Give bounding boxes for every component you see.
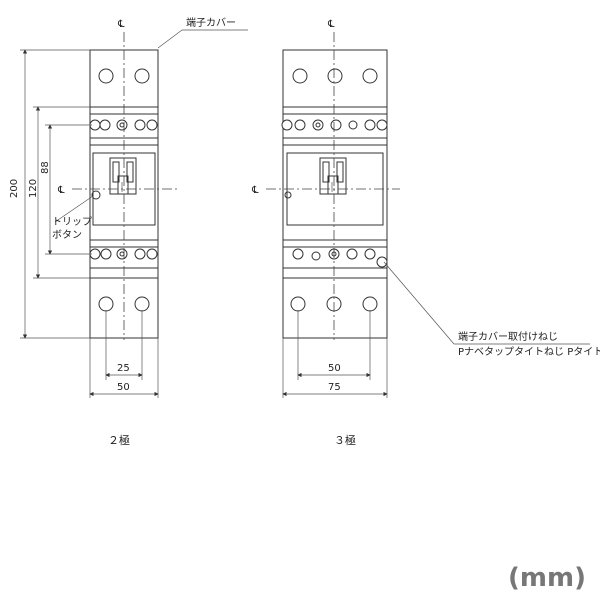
terminal-hole-3p	[327, 68, 343, 84]
dimension-200	[20, 49, 90, 339]
terminal-hole-3p	[292, 68, 308, 84]
dimension-50-2p	[89, 338, 159, 398]
dimension-25-label: 25	[117, 363, 130, 374]
centerline-symbol: ℄	[117, 19, 125, 30]
terminal-hole-2p	[134, 296, 150, 312]
breaker-2-pole	[72, 32, 178, 340]
dimension-75-label: 75	[328, 382, 341, 393]
dimension-200-label: 200	[9, 179, 20, 198]
terminal-hole-3p	[362, 68, 378, 84]
terminal-cover-leader	[157, 29, 248, 49]
terminal-screws-top-3p	[281, 119, 388, 131]
dimension-88-label: 88	[40, 161, 51, 174]
dimension-50-3p	[297, 310, 371, 380]
dimension-50-3p-label: 50	[328, 363, 341, 374]
breaker-3-pole	[266, 32, 400, 340]
dimension-120	[33, 106, 90, 279]
terminal-screws-top-2p	[89, 119, 158, 131]
terminal-hole-2p	[134, 68, 150, 84]
terminal-screws-bottom-3p	[292, 248, 388, 268]
trip-button-leader	[54, 195, 94, 223]
dimension-120-label: 120	[28, 179, 39, 198]
pole-3-label: ３極	[334, 433, 356, 447]
centerline-symbol: ℄	[57, 185, 65, 196]
centerline-symbol: ℄	[327, 19, 335, 30]
cover-screw-leader	[383, 261, 590, 345]
terminal-hole-2p	[98, 296, 114, 312]
terminal-hole-3p	[362, 296, 378, 312]
terminal-cover-label: 端子カバー	[186, 16, 236, 29]
trip-button-2p	[91, 190, 101, 200]
terminal-screws-bottom-2p	[89, 248, 158, 260]
unit-label: (mm)	[508, 563, 586, 593]
trip-button-label-line1: トリップ	[52, 216, 92, 228]
dimension-75	[282, 338, 388, 398]
terminal-hole-2p	[98, 68, 114, 84]
cover-screw-label-line2: Pナベタップタイトねじ Pタイト 3X8	[458, 346, 600, 358]
trip-button-label-line2: ボタン	[52, 229, 82, 241]
trip-button-3p	[284, 191, 292, 199]
dimension-25	[105, 310, 143, 380]
dimension-50-2p-label: 50	[117, 382, 130, 393]
dimension-88	[45, 124, 92, 255]
terminal-hole-3p	[290, 296, 306, 312]
handle-3p	[319, 157, 347, 195]
handle-2p	[109, 157, 137, 195]
body-outline-3p	[282, 49, 388, 339]
pole-2-label: ２極	[108, 433, 130, 447]
centerline-symbol: ℄	[251, 185, 259, 196]
cover-screw-label-line1: 端子カバー取付けねじ	[458, 330, 558, 343]
